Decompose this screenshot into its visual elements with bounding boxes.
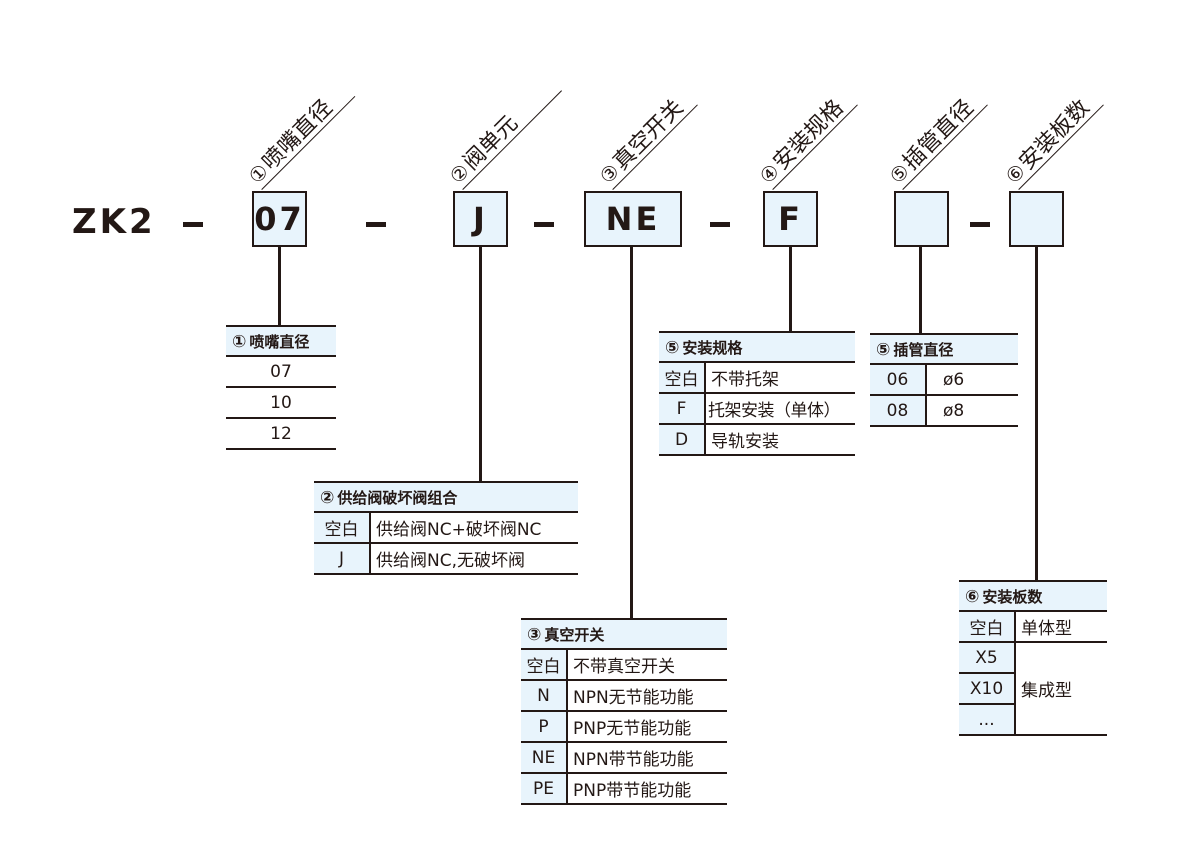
table-row: 空白供给阀NC+破坏阀NC [314,512,578,544]
table-cell: X5 [959,642,1016,674]
table-cell: 托架安装（单体） [705,393,855,425]
diag-label-tube: ⑤插管直径 [883,86,988,190]
table-cell: NPN无节能功能 [567,680,727,712]
table-cell: X10 [959,673,1016,705]
code-box-plates [1009,191,1064,247]
table-cell: 集成型 [1015,642,1107,736]
table-cell: J [314,543,371,575]
table-row: 空白单体型 [959,611,1107,643]
table-cell: PNP无节能功能 [567,711,727,743]
table-cell: F [659,393,706,425]
code-box-vacuum-switch: NE [584,191,682,247]
separator-dash [710,222,730,227]
diag-label-valve: ②阀单元 [443,71,562,190]
code-box-tube [894,191,949,247]
table-row: X10 [959,673,1107,705]
table-cell: P [521,711,568,743]
table-row: 空白不带托架 [659,362,855,394]
table-cell: NPN带节能功能 [567,742,727,774]
table-cell: ... [959,704,1016,736]
table-row: ... [959,704,1107,736]
model-prefix: ZK2 [72,202,156,242]
table-cell: 08 [870,395,927,427]
table-cell: NE [521,742,568,774]
connector-line [919,247,922,334]
table-cell: 12 [226,418,336,450]
connector-line [479,247,482,482]
table-cell: PE [521,773,568,805]
table-row: 12 [226,418,336,450]
table-cell: 单体型 [1015,611,1107,643]
table-cell: 空白 [521,649,568,681]
table-row: 07 [226,356,336,388]
table-cell: 10 [226,387,336,419]
table-cell: ø6 [926,364,1018,396]
table-cell: PNP带节能功能 [567,773,727,805]
table-cell: 06 [870,364,927,396]
separator-dash [534,222,554,227]
table-row: 10 [226,387,336,419]
diag-label-plates: ⑥安装板数 [999,86,1104,190]
table-cell: 供给阀NC,无破坏阀 [370,543,578,575]
diag-label-mounting: ④安装规格 [753,86,858,190]
connector-line [1035,247,1038,581]
code-box-nozzle: 07 [252,191,307,247]
table-cell: 空白 [959,611,1016,643]
connector-line [278,247,281,327]
code-box-mounting: F [763,191,818,247]
table-cell: 空白 [659,362,706,394]
table-cell: 导轨安装 [705,424,855,456]
connector-line [789,247,792,332]
table-cell: D [659,424,706,456]
diag-label-nozzle: ①喷嘴直径 [242,77,356,190]
table-cell: 不带托架 [705,362,855,394]
table-row: 空白不带真空开关 [521,649,727,681]
table-cell: 07 [226,356,336,388]
code-box-valve: J [453,191,508,247]
table-cell: 供给阀NC+破坏阀NC [370,512,578,544]
table-cell: 不带真空开关 [567,649,727,681]
table-cell: 空白 [314,512,371,544]
separator-dash [970,222,990,227]
table-cell: ø8 [926,395,1018,427]
diag-label-vacuum-switch: ③真空开关 [593,86,698,190]
separator-dash [366,222,386,227]
separator-dash [183,222,203,227]
connector-line [630,247,633,619]
table-cell: N [521,680,568,712]
